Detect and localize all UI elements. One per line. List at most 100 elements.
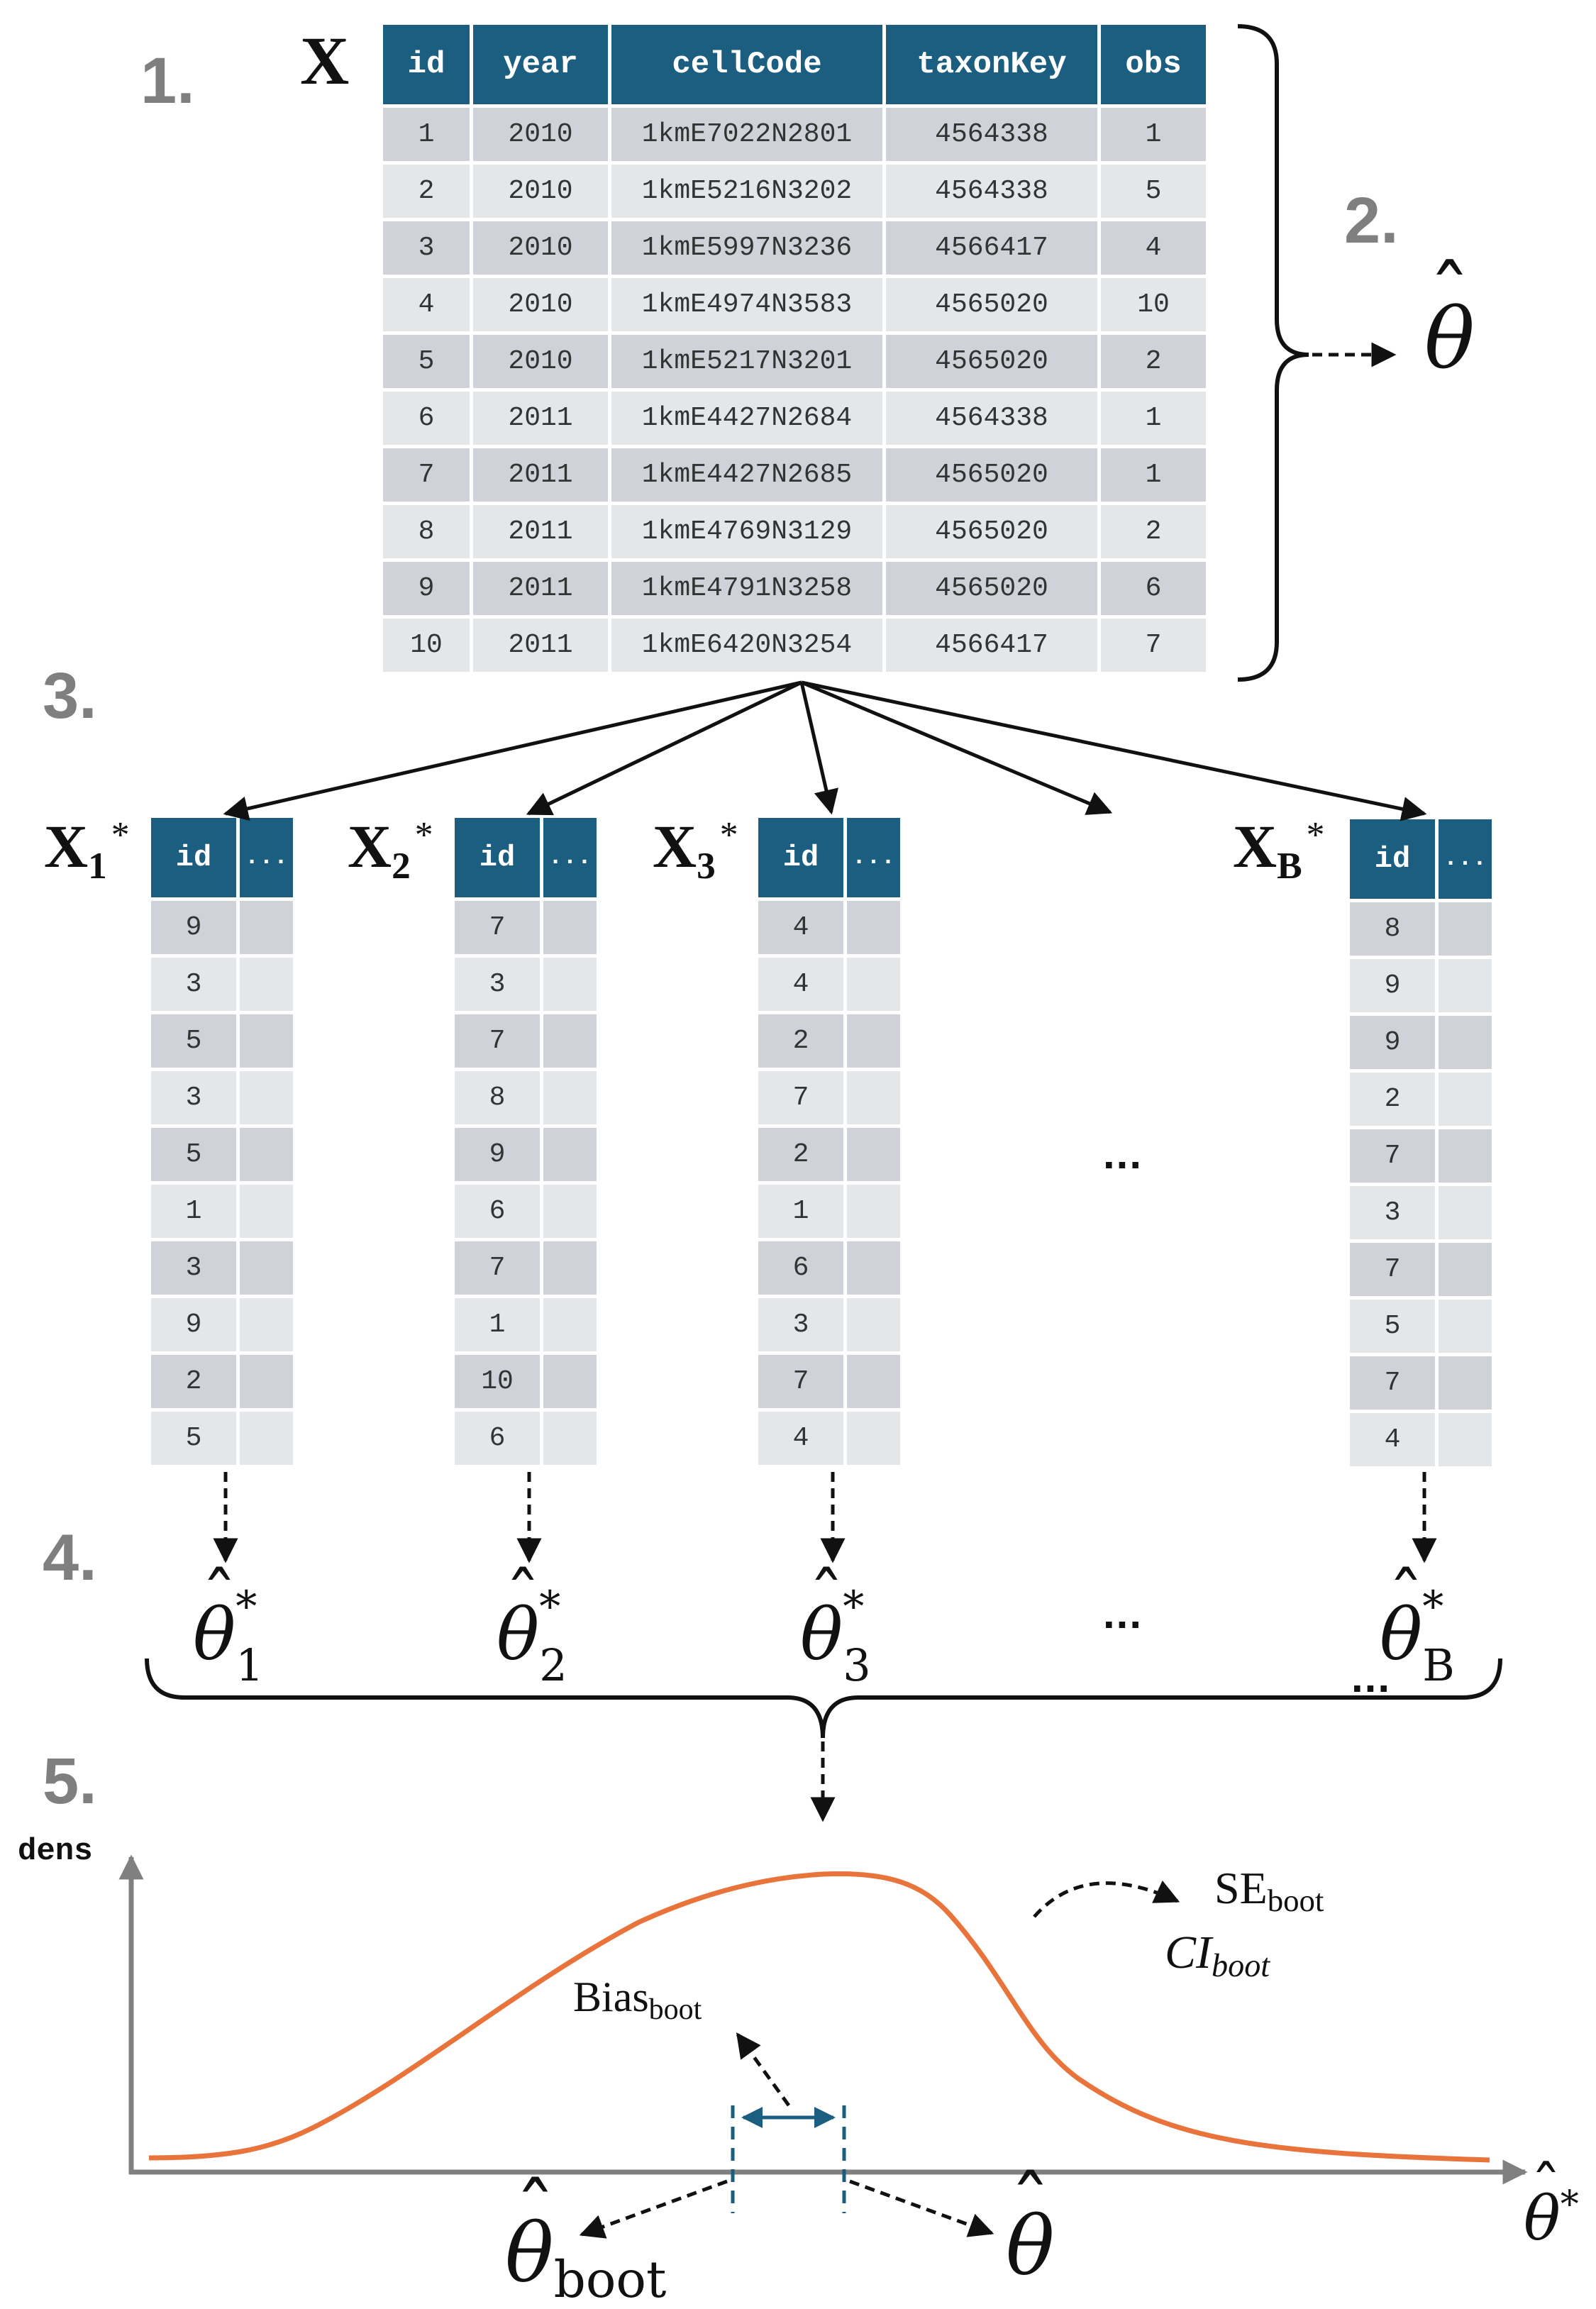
ci-boot-label: CIboot: [1165, 1927, 1270, 1982]
table-cell: 2011: [473, 619, 608, 672]
table-cell-empty: [240, 1298, 293, 1351]
table-cell-empty: [543, 1355, 597, 1408]
table-row: 7: [758, 1071, 900, 1124]
table-cell: 5: [1350, 1300, 1435, 1353]
table-row: 7: [455, 1014, 597, 1068]
table-cell-empty: [240, 1412, 293, 1465]
table-cell: 4565020: [886, 562, 1097, 615]
theta-star-3: ˆ θ*3: [800, 1564, 871, 1688]
table-row: 9: [1350, 959, 1492, 1012]
table-cell: 1kmE4769N3129: [611, 505, 882, 558]
resample-label-b-sub: B: [1277, 843, 1302, 887]
table-row: 2: [151, 1355, 293, 1408]
table-cell-empty: [847, 1412, 900, 1465]
table-cell-empty: [847, 1185, 900, 1238]
table-cell: 3: [151, 958, 236, 1011]
table-row: 7: [1350, 1129, 1492, 1183]
hat-accent: ˆ: [1429, 248, 1471, 346]
table-cell: 3: [1350, 1186, 1435, 1239]
resample-col-header: ...: [847, 818, 900, 897]
table-cell: 4: [758, 958, 843, 1011]
theta-star-1-symbol: θ: [193, 1593, 236, 1676]
se-boot-label: SEboot: [1214, 1866, 1324, 1917]
table-row: 7: [1350, 1356, 1492, 1410]
table-cell-empty: [847, 1071, 900, 1124]
table-cell: 4565020: [886, 335, 1097, 388]
table-cell: 1: [758, 1185, 843, 1238]
original-col-header: cellCode: [611, 25, 882, 104]
table-cell: 1kmE5216N3202: [611, 165, 882, 218]
table-cell: 7: [1350, 1129, 1435, 1183]
hat-accent: ˆ: [505, 1558, 541, 1641]
table-cell: 1: [455, 1298, 540, 1351]
table-cell: 2: [758, 1128, 843, 1181]
table-cell: 3: [455, 958, 540, 1011]
table-cell: 6: [1101, 562, 1206, 615]
table-cell: 1: [1101, 448, 1206, 502]
table-row: 1: [151, 1185, 293, 1238]
table-cell-empty: [543, 1241, 597, 1295]
table-cell: 4: [1101, 221, 1206, 275]
table-row: 4: [758, 958, 900, 1011]
bias-boot-label: Biasboot: [573, 1976, 702, 2025]
table-cell: 6: [455, 1185, 540, 1238]
table-cell: 2: [1101, 335, 1206, 388]
table-cell: 2: [151, 1355, 236, 1408]
resample-label-2-star: *: [414, 814, 433, 856]
resample-col-header: id: [758, 818, 843, 897]
table-row: 2: [758, 1014, 900, 1068]
resample-table-b-header: id...: [1350, 819, 1492, 899]
table-row: 9: [455, 1128, 597, 1181]
table-cell: 8: [455, 1071, 540, 1124]
resample-label-b-main: X: [1233, 812, 1278, 880]
ci-text: CI: [1165, 1927, 1212, 1978]
table-cell-empty: [1439, 1073, 1492, 1126]
table-cell: 7: [1350, 1243, 1435, 1296]
table-row: 10: [455, 1355, 597, 1408]
resample-col-header: id: [151, 818, 236, 897]
table-row: 2: [1350, 1073, 1492, 1126]
table-cell: 2011: [473, 562, 608, 615]
table-cell-empty: [543, 1298, 597, 1351]
table-cell: 5: [151, 1014, 236, 1068]
resample-label-3-star: *: [719, 814, 738, 856]
table-cell: 9: [455, 1128, 540, 1181]
table-cell-empty: [1439, 1016, 1492, 1069]
table-cell: 7: [1101, 619, 1206, 672]
table-cell-empty: [240, 1128, 293, 1181]
table-cell: 2011: [473, 392, 608, 445]
table-cell-empty: [240, 1355, 293, 1408]
table-cell: 1kmE4427N2685: [611, 448, 882, 502]
table-cell-empty: [1439, 959, 1492, 1012]
table-cell-empty: [1439, 1186, 1492, 1239]
table-cell: 7: [455, 1014, 540, 1068]
table-cell: 10: [1101, 278, 1206, 331]
density-curve: [148, 1871, 1490, 2163]
table-cell: 8: [383, 505, 470, 558]
original-col-header: id: [383, 25, 470, 104]
original-col-header: year: [473, 25, 608, 104]
resample-col-header: ...: [543, 818, 597, 897]
step-3-label: 3.: [43, 660, 97, 732]
table-row: 6: [455, 1412, 597, 1465]
hat-accent: ˆ: [1531, 2154, 1561, 2225]
theta-star-2-sub: 2: [539, 1639, 567, 1691]
theta-symbol: θ: [1424, 289, 1475, 387]
table-row: 4: [758, 901, 900, 954]
collect-brace: [145, 1658, 1502, 1739]
theta-hat-estimate-bottom: ˆ θ: [1006, 2166, 1055, 2287]
theta-star-1-star: *: [235, 1582, 257, 1632]
table-cell: 4: [758, 1412, 843, 1465]
resample-label-b: XB*: [1233, 816, 1324, 885]
table-cell: 3: [151, 1071, 236, 1124]
density-x-label: ˆ θ*: [1524, 2159, 1579, 2249]
